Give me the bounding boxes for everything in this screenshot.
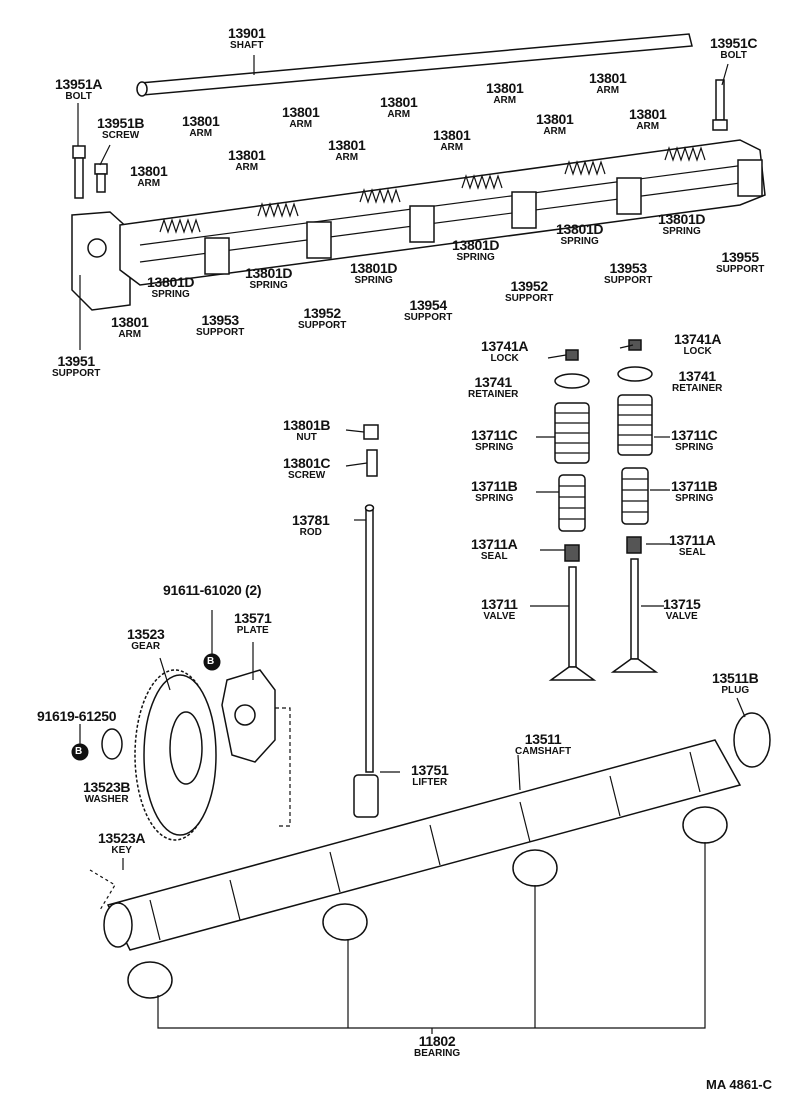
drawing-reference: MA 4861-C [706, 1077, 772, 1092]
camshaft [89, 712, 771, 951]
callout-bolt-91611: 91611-61020 (2) [163, 582, 262, 598]
marker-b2: B [75, 746, 83, 757]
rocker-arm-assembly [71, 139, 766, 311]
push-rod [353, 504, 379, 818]
left-valve-stack [548, 349, 597, 681]
top-bolts [72, 79, 728, 199]
right-valve-stack [610, 339, 659, 673]
timing-gear-assembly [71, 653, 291, 841]
camshaft-bearings [127, 806, 728, 1034]
rocker-shaft [136, 33, 693, 97]
leader-lines [77, 55, 746, 870]
marker-b1: B [207, 656, 215, 667]
callout-bolt-91619: 91619-61250 [37, 708, 117, 724]
